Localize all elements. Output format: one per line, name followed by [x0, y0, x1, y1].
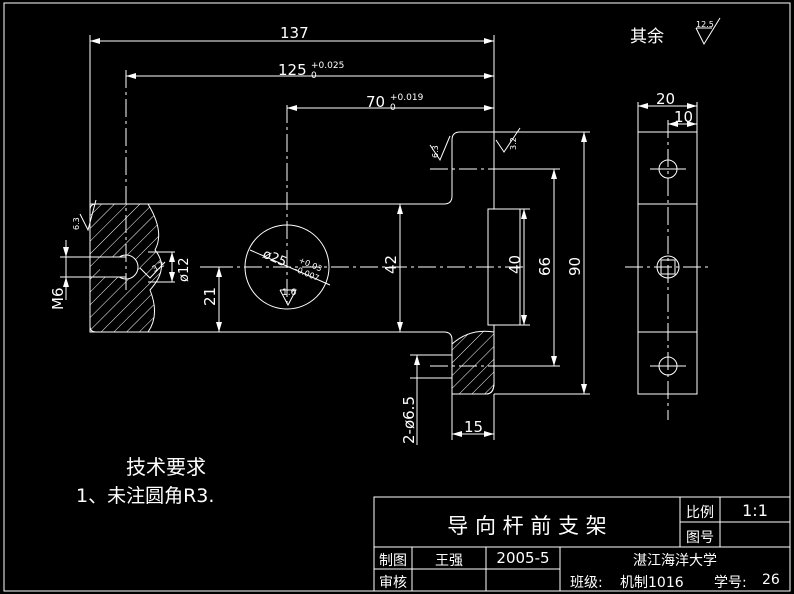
dim-137: 137 — [280, 24, 309, 42]
class-value: 机制1016 — [620, 575, 684, 591]
main-view — [60, 35, 590, 445]
dim-40: 40 — [506, 255, 524, 274]
student-no-value: 26 — [762, 572, 780, 588]
scale-value: 1:1 — [742, 501, 768, 520]
drawn-label: 制图 — [379, 553, 407, 569]
roughness-top-face-right: 3.2 — [509, 137, 518, 150]
tapped-hole-slot — [100, 257, 126, 277]
dim-66: 66 — [536, 257, 554, 276]
side-view — [625, 102, 712, 420]
student-no-label: 学号: — [714, 575, 747, 591]
remaining-roughness-value: 12.5 — [696, 20, 714, 29]
dim-m6: M6 — [49, 288, 67, 311]
drawing-no-label: 图号 — [686, 530, 714, 546]
dim-21: 21 — [201, 287, 219, 306]
dim-90: 90 — [566, 257, 584, 276]
dim-phi12: ø12 — [177, 258, 192, 283]
remaining-roughness-label: 其余 — [630, 27, 664, 47]
title-block-grid — [373, 496, 791, 592]
review-label: 审核 — [379, 575, 407, 591]
scale-label: 比例 — [686, 505, 714, 521]
class-label: 班级: — [570, 575, 603, 591]
dim-70: 70 — [366, 93, 385, 111]
dim-20: 20 — [656, 90, 675, 108]
roughness-symbols — [79, 17, 721, 307]
part-name: 导 向 杆 前 支 架 — [447, 514, 607, 538]
dim-70-tol-upper: +0.019 — [390, 93, 424, 103]
dim-70-tol-lower: 0 — [390, 103, 396, 113]
roughness-left-face: 6.3 — [72, 217, 81, 230]
dim-125: 125 — [278, 61, 307, 79]
dim-125-tol-lower: 0 — [311, 71, 317, 81]
drawing-date: 2005-5 — [496, 549, 550, 567]
dimension-arrows — [63, 38, 587, 437]
drawer-name: 王强 — [435, 553, 463, 569]
school-name: 湛江海洋大学 — [633, 553, 717, 569]
roughness-bore: 1.6 — [282, 288, 297, 298]
dim-42: 42 — [382, 255, 400, 274]
dim-125-tol-upper: +0.025 — [311, 61, 344, 71]
roughness-top-face: 6.3 — [431, 145, 440, 158]
tech-requirements-title: 技术要求 — [126, 455, 206, 479]
dim-15: 15 — [464, 418, 483, 436]
tech-requirement-1: 1、未注圆角R3. — [76, 485, 215, 507]
section-hatch-bottom — [451, 330, 495, 395]
dim-2-phi6-5: 2-ø6.5 — [400, 396, 418, 444]
